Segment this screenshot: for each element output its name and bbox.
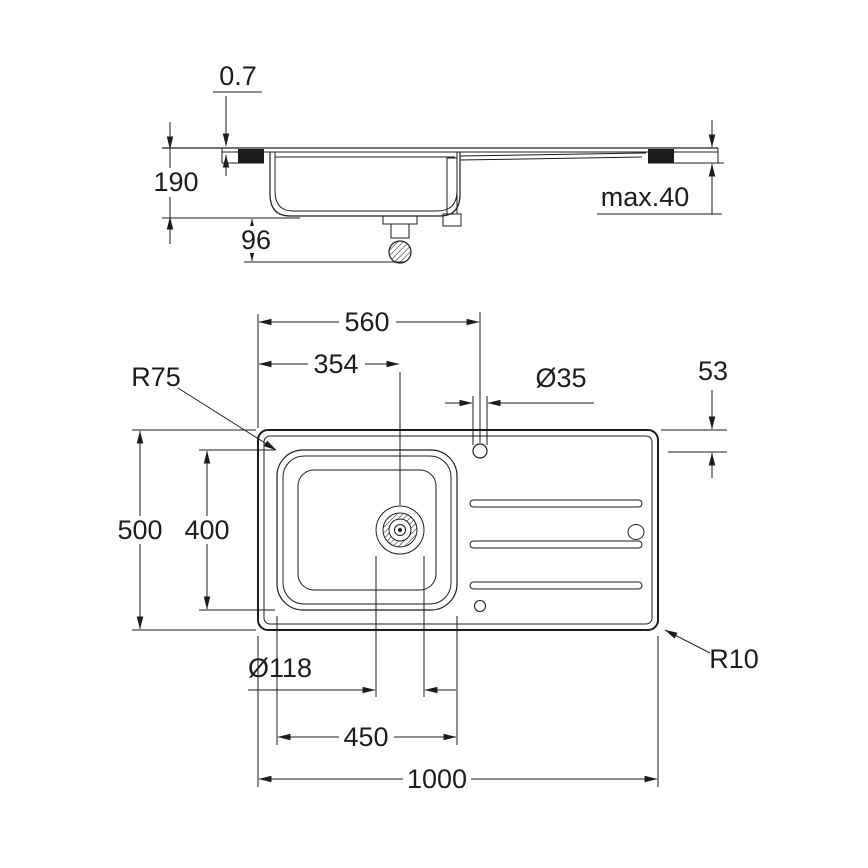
- drainer-slope-line-2: [459, 156, 643, 161]
- dim-overall-depth-label: 500: [117, 515, 162, 545]
- drain-plan: [375, 505, 425, 555]
- dim-overall-width: 1000: [257, 636, 659, 794]
- bowl-section-inner: [274, 152, 458, 212]
- dim-bowl-inner-depth: 400: [181, 449, 275, 611]
- dim-bowl-corner-radius: R75: [131, 362, 277, 451]
- counter-section-left: [238, 149, 264, 163]
- dim-bowl-width: 450: [276, 616, 458, 752]
- second-hole: [474, 600, 486, 612]
- bowl-section-outer: [269, 152, 461, 217]
- dim-tap-hole-dia: Ø35: [445, 363, 594, 445]
- dim-counter-thickness: max.40: [597, 120, 724, 215]
- dim-drain-height: 96: [238, 218, 404, 263]
- dim-drain-dia: Ø118: [248, 556, 456, 697]
- dim-overall-width-label: 1000: [407, 764, 467, 794]
- sink-inner-edge: [263, 435, 653, 625]
- dim-corner-radius-label: R10: [709, 644, 759, 674]
- bowl-rim-inner: [282, 455, 452, 605]
- dim-overall-depth: 500: [114, 429, 256, 631]
- dim-counter-thickness-label: max.40: [601, 182, 690, 212]
- dim-drain-offset-x: 354: [258, 349, 401, 505]
- dim-bowl-depth-label: 190: [153, 167, 198, 197]
- dim-drain-height-label: 96: [241, 225, 271, 255]
- dim-rim-thickness-label: 0.7: [219, 61, 257, 91]
- plan-view: 560 354 Ø35 53 R75: [114, 307, 759, 794]
- dim-bowl-width-label: 450: [343, 722, 388, 752]
- dim-bowl-depth: 190: [150, 122, 300, 244]
- tap-hole: [472, 443, 488, 459]
- drain-trap-section: [388, 240, 412, 264]
- dim-corner-radius: R10: [664, 629, 759, 674]
- dim-tap-offset-x-label: 560: [344, 307, 389, 337]
- sink-outline: [257, 429, 659, 631]
- side-section-view: 0.7 190 96 max.40: [150, 61, 724, 264]
- dim-tap-offset-y: 53: [661, 356, 728, 478]
- counter-section-right: [648, 149, 674, 163]
- dim-drain-offset-x-label: 354: [313, 349, 358, 379]
- bowl-bottom: [297, 469, 437, 591]
- drainer-slope-line-1: [459, 152, 647, 157]
- overflow-fitting: [442, 213, 462, 227]
- dim-drain-dia-label: Ø118: [248, 653, 312, 683]
- dim-rim-thickness: 0.7: [213, 61, 262, 176]
- drainer-grooves: [469, 499, 643, 590]
- overflow-slot: [627, 524, 645, 540]
- dim-tap-hole-dia-label: Ø35: [535, 363, 586, 393]
- dim-tap-offset-y-label: 53: [698, 356, 728, 386]
- drain-flange: [382, 215, 418, 225]
- dim-bowl-inner-depth-label: 400: [184, 515, 229, 545]
- dim-tap-offset-x: 560: [257, 307, 481, 443]
- bowl-rim-outer: [276, 449, 458, 611]
- drain-body: [390, 223, 410, 239]
- dim-bowl-corner-radius-label: R75: [131, 362, 181, 392]
